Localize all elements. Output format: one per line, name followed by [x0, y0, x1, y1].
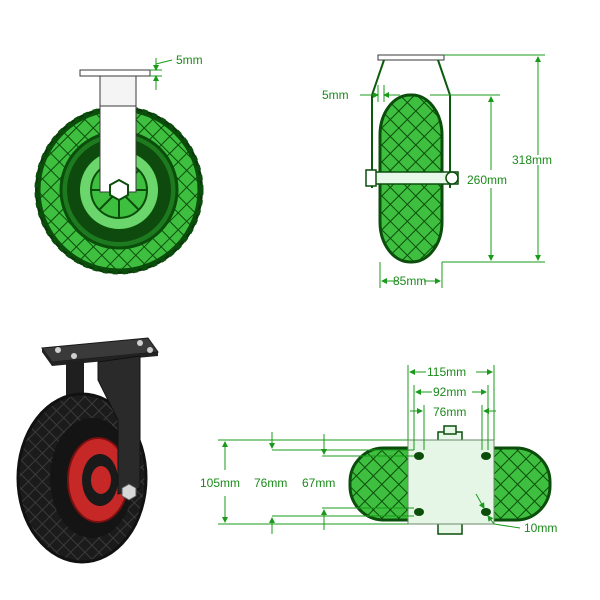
- caster-wheel-photo-icon: [16, 337, 159, 564]
- wheel-diameter-dimension: 260mm: [430, 94, 507, 261]
- hole-diameter-dimension: 10mm: [475, 493, 557, 535]
- hole-length-inner-dimension: 67mm: [302, 434, 414, 530]
- front-plate-thickness-label: 5mm: [176, 53, 203, 67]
- total-height-label: 318mm: [512, 153, 552, 167]
- top-view: 115mm 92mm 76mm 105mm: [200, 365, 557, 535]
- mount-hole: [414, 452, 424, 460]
- top-plate: [79, 69, 151, 77]
- axle-nut: [109, 178, 129, 202]
- hole-span-inner-label: 76mm: [433, 405, 466, 419]
- plate-width-dimension: 115mm: [407, 365, 495, 440]
- wheel-diameter-label: 260mm: [467, 173, 507, 187]
- hole-span-outer-label: 92mm: [433, 385, 466, 399]
- front-view: 5mm: [34, 53, 204, 275]
- total-height-dimension: 318mm: [442, 54, 552, 263]
- side-plate-dimension: 5mm: [322, 85, 400, 102]
- mount-hole: [481, 452, 491, 460]
- mount-hole: [414, 508, 424, 516]
- hole-span-outer-dimension: 92mm: [413, 385, 489, 450]
- hole-length-inner-label: 67mm: [302, 476, 335, 490]
- mount-hole: [481, 508, 491, 516]
- wheel-width-label: 85mm: [393, 274, 426, 288]
- hole-length-outer-label: 76mm: [254, 476, 287, 490]
- plate-width-label: 115mm: [427, 365, 466, 379]
- side-view: 5mm 318mm 260mm 85mm: [322, 54, 552, 288]
- side-plate-label: 5mm: [322, 88, 349, 102]
- caster-wheel-top-icon: [348, 425, 552, 535]
- plate-length-dimension: 105mm: [200, 439, 408, 525]
- hole-length-outer-dimension: 76mm: [254, 432, 414, 534]
- hole-diameter-label: 10mm: [524, 521, 557, 535]
- front-plate-thickness-dimension: 5mm: [150, 53, 203, 90]
- axle: [367, 171, 459, 185]
- wheel-width-dimension: 85mm: [379, 262, 443, 288]
- hole-span-inner-dimension: 76mm: [410, 405, 496, 450]
- caster-wheel-side-icon: [365, 54, 459, 264]
- plate-length-label: 105mm: [200, 476, 240, 490]
- photo-fork: [97, 355, 141, 495]
- side-top-plate: [377, 54, 445, 61]
- caster-wheel-front-icon: [34, 69, 204, 275]
